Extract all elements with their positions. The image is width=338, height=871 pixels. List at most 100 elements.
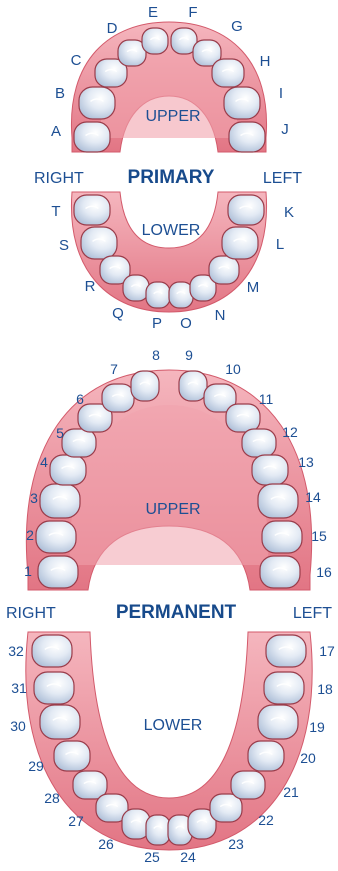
primary-tooth-label-a: A <box>51 123 61 140</box>
primary-tooth-label-e: E <box>148 4 158 21</box>
primary-tooth-label-o: O <box>180 315 192 332</box>
permanent-upper-label: UPPER <box>145 501 200 518</box>
permanent-tooth-2 <box>36 521 76 553</box>
permanent-tooth-20 <box>248 741 284 771</box>
permanent-tooth-label-15: 15 <box>311 528 327 544</box>
permanent-tooth-label-16: 16 <box>316 564 332 580</box>
permanent-tooth-31 <box>34 672 74 704</box>
primary-tooth-label-t: T <box>51 203 60 220</box>
primary-tooth-label-l: L <box>276 236 284 253</box>
primary-lower-label: LOWER <box>142 222 201 239</box>
primary-tooth-t <box>74 195 110 225</box>
primary-tooth-label-q: Q <box>112 305 124 322</box>
primary-tooth-label-s: S <box>59 237 69 254</box>
permanent-tooth-4 <box>50 455 86 485</box>
permanent-tooth-29 <box>54 741 90 771</box>
permanent-tooth-label-27: 27 <box>68 813 84 829</box>
permanent-right-label: RIGHT <box>6 605 56 622</box>
permanent-tooth-label-9: 9 <box>185 347 193 363</box>
permanent-tooth-17 <box>266 635 306 667</box>
permanent-tooth-label-29: 29 <box>28 758 44 774</box>
primary-right-label: RIGHT <box>34 170 84 187</box>
permanent-tooth-19 <box>258 705 298 739</box>
primary-tooth-label-j: J <box>281 121 289 138</box>
permanent-tooth-label-2: 2 <box>26 527 34 543</box>
permanent-tooth-label-32: 32 <box>8 643 24 659</box>
permanent-tooth-label-25: 25 <box>144 849 160 865</box>
permanent-tooth-13 <box>252 455 288 485</box>
primary-tooth-label-m: M <box>247 279 260 296</box>
permanent-tooth-label-7: 7 <box>110 361 118 377</box>
primary-upper-label: UPPER <box>145 108 200 125</box>
primary-left-label: LEFT <box>263 170 302 187</box>
permanent-tooth-5 <box>62 429 96 457</box>
permanent-tooth-25 <box>146 815 170 845</box>
permanent-tooth-8 <box>131 371 159 401</box>
permanent-tooth-label-4: 4 <box>40 454 48 470</box>
primary-tooth-label-d: D <box>107 20 118 37</box>
permanent-title: PERMANENT <box>116 602 237 623</box>
permanent-tooth-7 <box>102 384 134 412</box>
primary-tooth-label-h: H <box>260 53 271 70</box>
permanent-tooth-label-21: 21 <box>283 784 299 800</box>
permanent-tooth-label-8: 8 <box>152 347 160 363</box>
permanent-tooth-3 <box>40 484 80 518</box>
permanent-tooth-label-5: 5 <box>56 425 64 441</box>
primary-tooth-h <box>212 59 244 87</box>
primary-tooth-label-n: N <box>215 307 226 324</box>
primary-tooth-label-g: G <box>231 18 243 35</box>
permanent-tooth-label-12: 12 <box>282 424 298 440</box>
permanent-tooth-32 <box>32 635 72 667</box>
primary-tooth-label-p: P <box>152 315 162 332</box>
permanent-tooth-label-20: 20 <box>300 750 316 766</box>
permanent-tooth-label-10: 10 <box>225 361 241 377</box>
permanent-tooth-28 <box>73 771 107 799</box>
primary-tooth-e <box>142 28 168 54</box>
primary-tooth-s <box>81 227 117 259</box>
permanent-tooth-15 <box>262 521 302 553</box>
permanent-lower-label: LOWER <box>144 717 203 734</box>
permanent-tooth-label-13: 13 <box>298 454 314 470</box>
permanent-tooth-label-30: 30 <box>10 718 26 734</box>
permanent-tooth-14 <box>258 484 298 518</box>
permanent-tooth-9 <box>179 371 207 401</box>
permanent-tooth-12 <box>242 429 276 457</box>
permanent-left-label: LEFT <box>293 605 332 622</box>
primary-tooth-label-k: K <box>284 204 294 221</box>
permanent-tooth-label-19: 19 <box>309 719 325 735</box>
primary-upper-arch <box>71 22 266 152</box>
permanent-tooth-label-26: 26 <box>98 836 114 852</box>
permanent-tooth-label-28: 28 <box>44 790 60 806</box>
primary-tooth-m <box>209 256 239 284</box>
permanent-tooth-label-14: 14 <box>305 489 321 505</box>
primary-tooth-label-b: B <box>55 85 65 102</box>
permanent-tooth-label-6: 6 <box>76 391 84 407</box>
primary-tooth-label-r: R <box>85 278 96 295</box>
permanent-tooth-label-1: 1 <box>24 563 32 579</box>
permanent-tooth-18 <box>264 672 304 704</box>
permanent-tooth-label-18: 18 <box>317 681 333 697</box>
primary-tooth-a <box>74 122 110 152</box>
permanent-tooth-16 <box>260 556 300 588</box>
permanent-tooth-label-3: 3 <box>30 490 38 506</box>
permanent-tooth-label-23: 23 <box>228 836 244 852</box>
permanent-tooth-1 <box>38 556 78 588</box>
primary-tooth-k <box>228 195 264 225</box>
primary-tooth-i <box>224 87 260 119</box>
primary-tooth-j <box>229 122 265 152</box>
permanent-tooth-11 <box>226 404 260 432</box>
primary-tooth-label-f: F <box>188 4 197 21</box>
permanent-tooth-label-24: 24 <box>180 849 196 865</box>
primary-tooth-label-c: C <box>71 52 82 69</box>
primary-tooth-q <box>123 275 149 301</box>
primary-tooth-label-i: I <box>279 85 283 102</box>
primary-tooth-p <box>146 282 170 308</box>
permanent-tooth-label-31: 31 <box>11 680 27 696</box>
primary-lower-arch <box>71 192 266 312</box>
permanent-tooth-label-22: 22 <box>258 812 274 828</box>
primary-tooth-l <box>222 227 258 259</box>
permanent-tooth-label-11: 11 <box>259 391 274 407</box>
primary-tooth-b <box>79 87 115 119</box>
permanent-tooth-30 <box>40 705 80 739</box>
